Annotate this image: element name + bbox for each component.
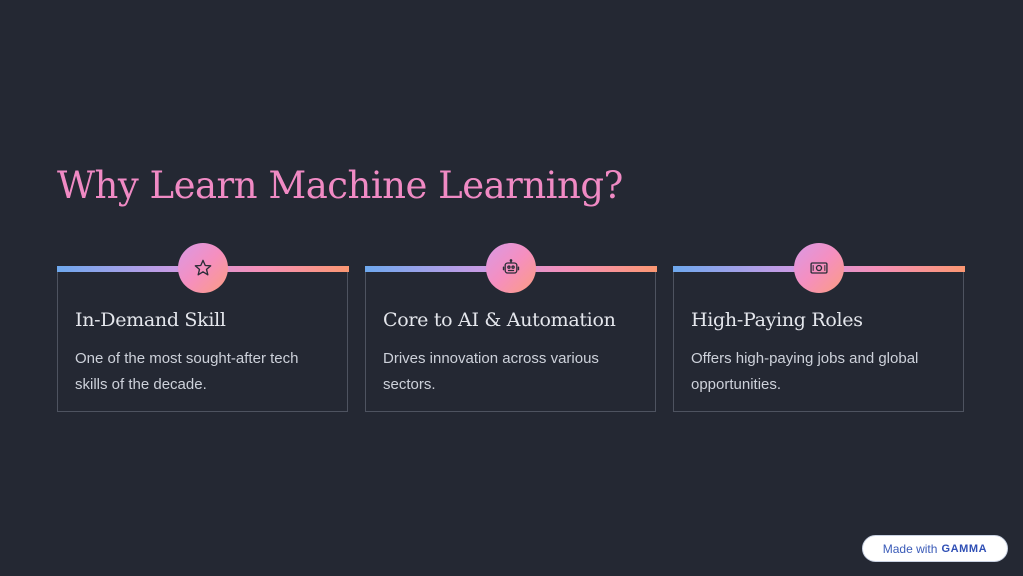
card-description: One of the most sought-after tech skills… [75, 350, 299, 393]
card-high-paying-roles: High-Paying Roles Offers high-paying job… [672, 243, 965, 412]
banknote-icon [793, 243, 844, 293]
card-title: High-Paying Roles [691, 309, 863, 331]
card-title: In-Demand Skill [75, 309, 226, 331]
card-title: Core to AI & Automation [383, 309, 616, 331]
card-description: Drives innovation across various sectors… [383, 350, 599, 393]
slide-title: Why Learn Machine Learning? [57, 164, 623, 207]
robot-icon [485, 243, 536, 293]
badge-prefix: Made with [882, 541, 938, 556]
card-core-ai-automation: Core to AI & Automation Drives innovatio… [364, 243, 657, 412]
card-description: Offers high-paying jobs and global oppor… [691, 350, 919, 393]
star-icon [177, 243, 228, 293]
card-in-demand-skill: In-Demand Skill One of the most sought-a… [56, 243, 349, 412]
gamma-logo: GAMMA [941, 542, 988, 555]
made-with-gamma-badge[interactable]: Made with GAMMA [862, 535, 1008, 562]
